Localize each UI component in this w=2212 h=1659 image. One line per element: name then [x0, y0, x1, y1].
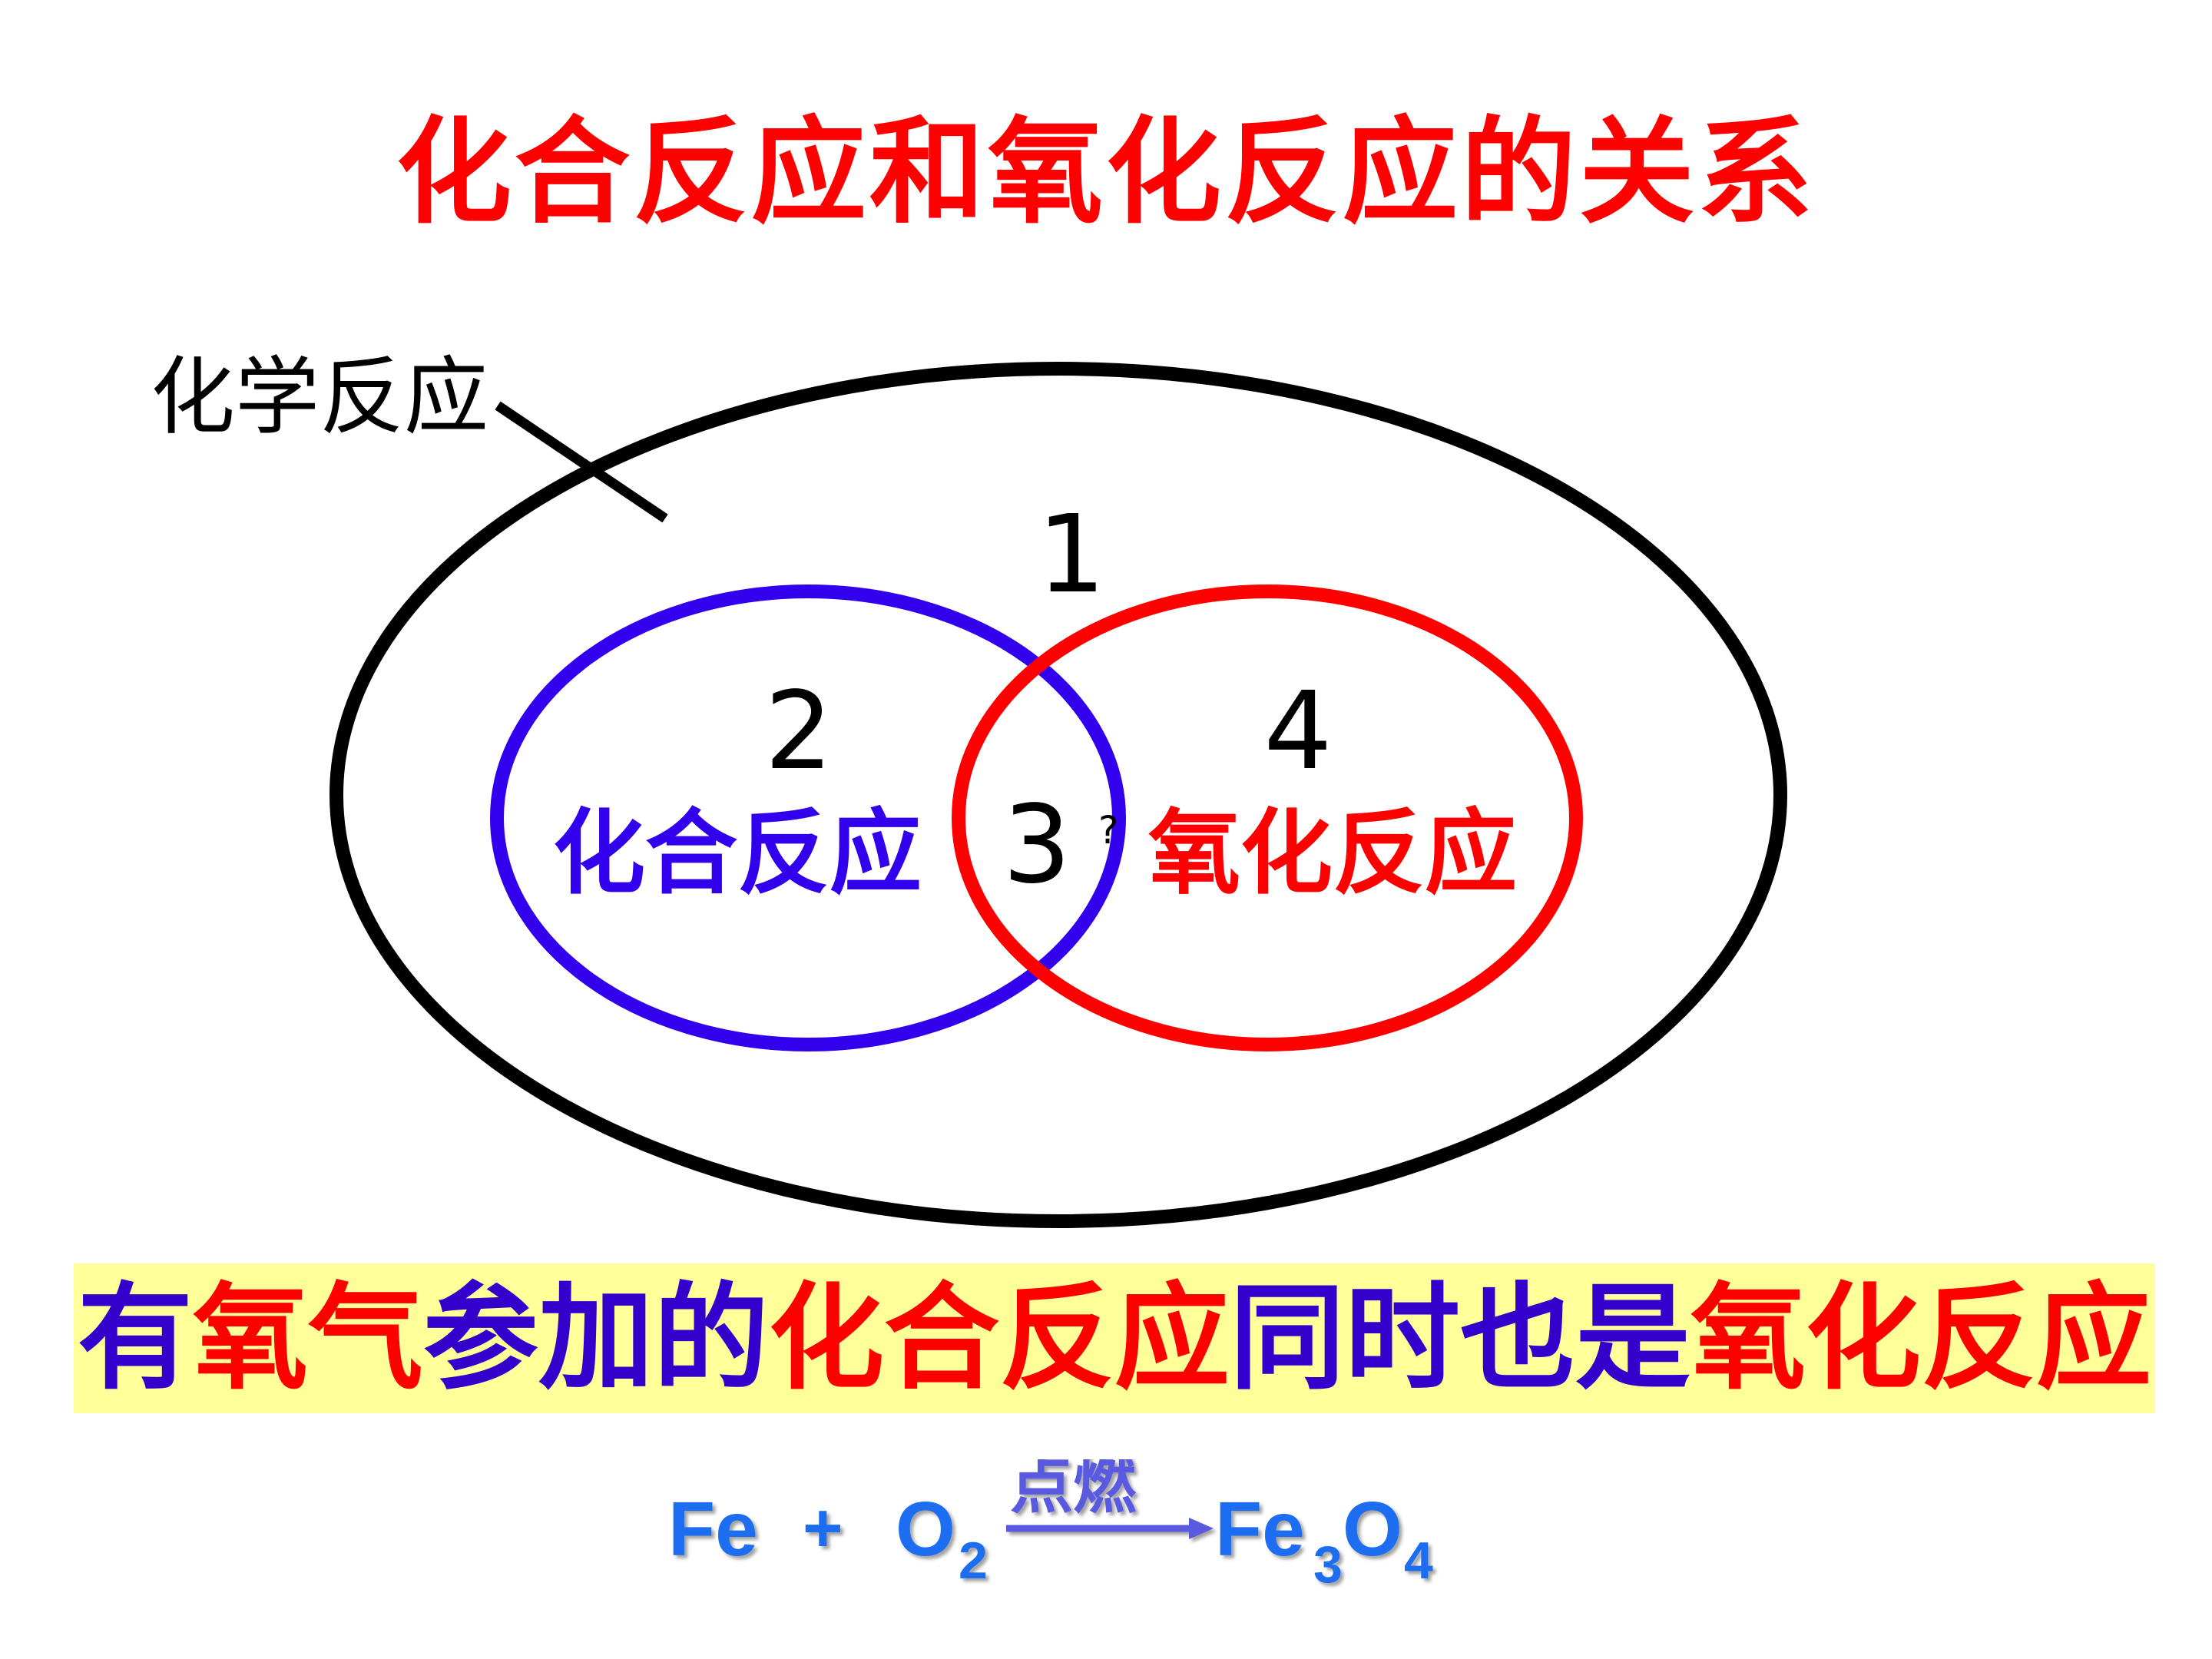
banner-part: 化合反应: [769, 1271, 1230, 1406]
page-title: 化合反应和氧化反应的关系: [396, 106, 1816, 240]
venn-diagram: 化学反应 1 2 4 3 ? 化合反应 氧化反应: [151, 348, 1787, 1228]
reaction-arrow-head: [1189, 1518, 1214, 1539]
product-o-subscript: 4: [1404, 1532, 1433, 1590]
banner-part: 同时也是: [1230, 1271, 1691, 1406]
banner-part: 氧化反应: [1690, 1271, 2152, 1406]
combination-reaction-label: 化合反应: [553, 800, 922, 907]
outer-label: 化学反应: [151, 348, 488, 446]
reactant-o-subscript: 2: [959, 1532, 988, 1590]
region-2-number: 2: [764, 669, 833, 794]
chemical-reaction-ellipse: [329, 362, 1787, 1228]
banner-part: 氧气: [192, 1271, 423, 1406]
oxidation-reaction-label: 氧化反应: [1148, 800, 1517, 907]
region-4-number: 4: [1263, 669, 1332, 794]
chemical-equation: Fe + O 2 点燃 Fe 3 O 4: [668, 1459, 1433, 1594]
oxidation-reaction-ellipse: [952, 584, 1583, 1051]
region-3-mark: ?: [1098, 808, 1119, 853]
reaction-condition: 点燃: [1010, 1459, 1137, 1521]
banner-part: 参加的: [422, 1271, 769, 1406]
banner-part: 有: [77, 1271, 193, 1406]
conclusion-banner: 有 氧气 参加的 化合反应 同时也是 氧化反应: [74, 1263, 2155, 1413]
product-fe: Fe: [1215, 1486, 1305, 1572]
label-pointer-line: [495, 401, 668, 523]
region-3-number: 3: [1002, 783, 1071, 908]
plus-sign: +: [803, 1490, 843, 1567]
product-o: O: [1343, 1486, 1402, 1572]
reactant-o: O: [896, 1486, 955, 1572]
region-1-number: 1: [1037, 492, 1105, 618]
product-fe-subscript: 3: [1313, 1535, 1343, 1594]
reactant-fe: Fe: [668, 1486, 758, 1572]
combination-reaction-ellipse: [490, 584, 1126, 1051]
